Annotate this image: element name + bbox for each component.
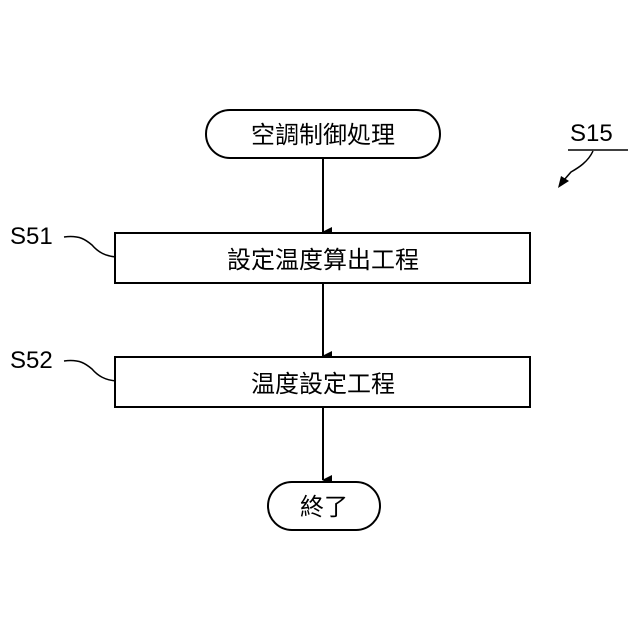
process-step-s51-label: 設定温度算出工程 — [227, 246, 419, 274]
start-terminal-label: 空調制御処理 — [251, 121, 395, 149]
process-step-s52: 温度設定工程 S52 — [10, 347, 530, 407]
step-ref-s51-leader — [64, 237, 116, 257]
end-terminal-label: 終了 — [300, 493, 348, 521]
figure-reference: S15 — [558, 120, 628, 188]
start-terminal: 空調制御処理 — [206, 110, 440, 158]
step-ref-s52: S52 — [10, 347, 53, 374]
process-step-s52-label: 温度設定工程 — [251, 370, 395, 398]
end-terminal: 終了 — [268, 482, 380, 530]
figure-ref-arrowhead — [558, 176, 569, 188]
process-step-s51: 設定温度算出工程 S51 — [10, 223, 530, 283]
figure-ref-leader — [564, 151, 593, 180]
step-ref-s51: S51 — [10, 223, 53, 250]
step-ref-s52-leader — [64, 361, 116, 381]
figure-ref-label: S15 — [570, 120, 613, 147]
